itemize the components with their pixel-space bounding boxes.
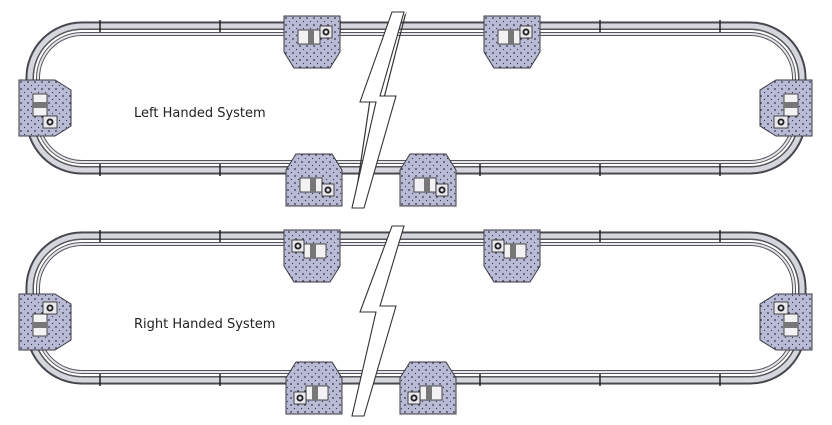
station-end-left — [18, 293, 72, 351]
break-gap — [351, 11, 405, 209]
system-label-right: Right Handed System — [134, 317, 275, 332]
station-top-right — [483, 15, 541, 69]
system-label-left: Left Handed System — [134, 106, 266, 121]
station-bottom-right — [399, 361, 457, 415]
station-end-left — [18, 79, 72, 137]
station-top-left — [283, 229, 341, 283]
station-end-right — [759, 293, 813, 351]
station-bottom-left — [285, 153, 343, 207]
left-handed-system: Left Handed System — [18, 10, 813, 209]
station-bottom-left — [285, 361, 343, 415]
station-top-right — [483, 229, 541, 283]
track-loop — [26, 230, 806, 386]
station-bottom-right — [399, 153, 457, 207]
break-gap — [351, 225, 405, 417]
right-handed-system: Right Handed System — [18, 225, 813, 417]
station-top-left — [283, 15, 341, 69]
track-loop — [26, 20, 806, 176]
station-end-right — [759, 79, 813, 137]
